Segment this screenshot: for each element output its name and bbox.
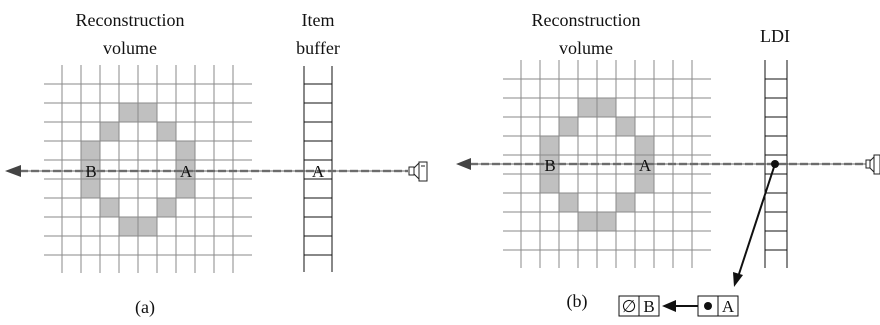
occupied-cell: [137, 102, 158, 123]
occupied-cell: [80, 178, 101, 199]
occupied-cell: [634, 135, 655, 156]
ray-arrowhead: [456, 158, 471, 170]
panel-a-volume-grid: [44, 65, 252, 273]
occupied-cell: [577, 211, 598, 232]
list-node-b: [638, 295, 660, 317]
occupied-cell: [615, 192, 636, 213]
ldi-linked-list: ∅ B A: [618, 295, 739, 317]
occupied-cell: [156, 197, 177, 218]
panel-a-ray: [5, 165, 408, 177]
occupied-cell: [118, 216, 139, 237]
occupied-cell: [137, 216, 158, 237]
occupied-cell: [99, 121, 120, 142]
occupied-cell: [175, 178, 196, 199]
occupied-cell: [99, 197, 120, 218]
occupied-cell: [615, 116, 636, 137]
list-node-b-label: B: [643, 297, 654, 316]
panel-a-item-buffer-title-line1: Item: [302, 10, 335, 30]
ldi-pointer-line: [737, 163, 776, 278]
panel-b: Reconstruction volume LDI: [456, 10, 880, 317]
list-node-a: [717, 295, 739, 317]
panel-a-hit-label-b: B: [85, 162, 96, 181]
panel-b-hit-label-a: A: [639, 156, 652, 175]
panel-b-ray: [456, 158, 868, 170]
panel-a: Reconstruction volume Item buffer: [5, 10, 428, 318]
panel-a-volume-title-line1: Reconstruction: [76, 10, 185, 30]
occupied-cell: [539, 173, 560, 194]
occupied-cell: [558, 192, 579, 213]
panel-b-hit-label-b: B: [544, 156, 555, 175]
occupied-cell: [156, 121, 177, 142]
panel-a-volume-title-line2: volume: [103, 38, 157, 58]
panel-a-item-buffer-title-line2: buffer: [296, 38, 340, 58]
panel-b-volume-title-line1: Reconstruction: [532, 10, 641, 30]
list-null-symbol: ∅: [622, 297, 637, 316]
panel-a-item-buffer: [303, 66, 333, 272]
list-node-a-label: A: [722, 297, 735, 316]
panel-a-buffer-hit-label: A: [312, 162, 325, 181]
occupied-cell: [539, 135, 560, 156]
camera-icon: [865, 154, 880, 175]
occupied-cell: [175, 140, 196, 161]
occupied-cell: [596, 97, 617, 118]
panel-b-ldi-title: LDI: [760, 26, 790, 46]
panel-b-caption: (b): [567, 291, 588, 312]
occupied-cell: [596, 211, 617, 232]
occupied-cell: [577, 97, 598, 118]
panel-a-caption: (a): [135, 297, 155, 318]
occupied-cell: [634, 173, 655, 194]
panel-a-hit-label-a: A: [180, 162, 193, 181]
occupied-cell: [118, 102, 139, 123]
camera-icon: [408, 161, 428, 182]
occupied-cell: [80, 140, 101, 161]
panel-b-volume-title-line2: volume: [559, 38, 613, 58]
list-pointer-dot: [704, 302, 712, 310]
ldi-pointer-arrowhead: [733, 272, 743, 287]
occupied-cell: [558, 116, 579, 137]
list-link-arrowhead: [662, 300, 676, 312]
ray-arrowhead: [5, 165, 21, 177]
